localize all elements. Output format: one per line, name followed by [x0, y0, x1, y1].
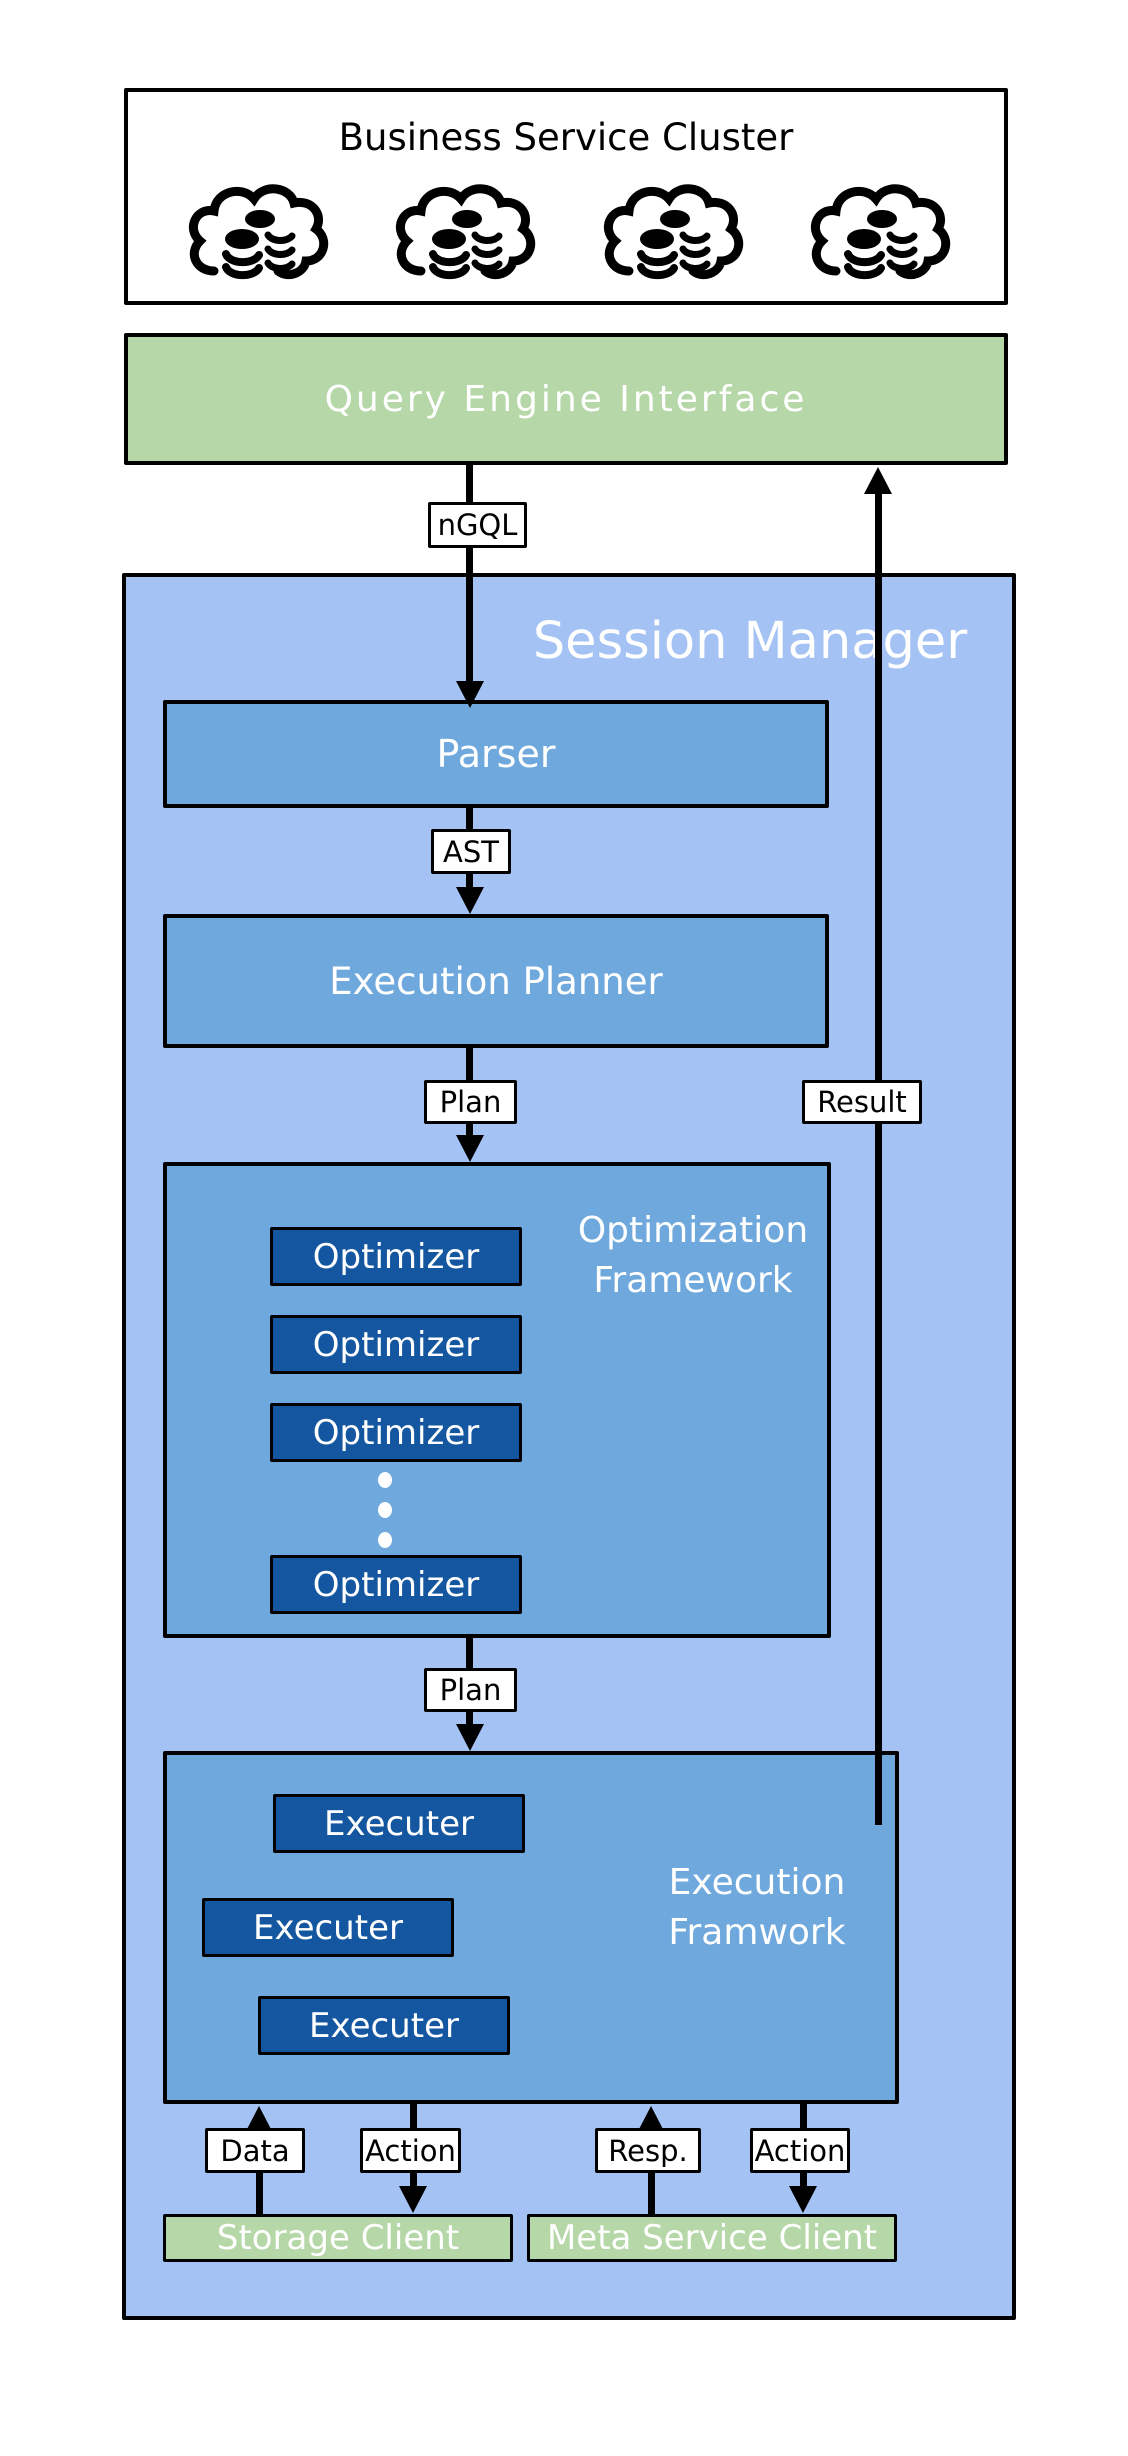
result-edge-label: Result — [802, 1080, 922, 1124]
query-engine-interface-label: Query Engine Interface — [324, 378, 808, 420]
meta-service-client-box: Meta Service Client — [527, 2214, 897, 2262]
ast-arrowhead-icon — [456, 887, 484, 914]
plan-arrowhead-icon — [456, 1135, 484, 1162]
session-manager-title: Session Manager — [532, 612, 968, 671]
execution-planner-label: Execution Planner — [329, 959, 663, 1003]
query-engine-interface-bar: Query Engine Interface — [124, 333, 1008, 465]
ngql-arrow-line — [466, 465, 473, 683]
ngql-edge-label: nGQL — [428, 502, 527, 548]
execution-planner-box: Execution Planner — [163, 914, 829, 1048]
action-storage-edge-label: Action — [360, 2128, 461, 2173]
ellipsis-dot — [378, 1532, 392, 1548]
ellipsis-dot — [378, 1472, 392, 1488]
optimizer-module: Optimizer — [270, 1555, 522, 1614]
executer-module: Executer — [258, 1996, 510, 2055]
action-meta-arrowhead-icon — [789, 2186, 817, 2213]
optimizer-module: Optimizer — [270, 1315, 522, 1374]
cloud-database-icon — [396, 184, 536, 280]
result-arrow-line — [875, 490, 882, 1825]
storage-client-label: Storage Client — [216, 2218, 460, 2258]
optimizer-module: Optimizer — [270, 1403, 522, 1462]
resp-edge-label: Resp. — [595, 2128, 701, 2173]
parser-label: Parser — [436, 732, 556, 776]
optimizer-module: Optimizer — [270, 1227, 522, 1286]
plan-edge-label: Plan — [424, 1080, 517, 1124]
data-edge-label: Data — [205, 2128, 305, 2173]
action-storage-arrowhead-icon — [399, 2186, 427, 2213]
ast-edge-label: AST — [431, 829, 511, 874]
ellipsis-dot — [378, 1502, 392, 1518]
execution-framework-title: Execution Framwork — [668, 1862, 846, 1953]
cloud-row — [124, 172, 1008, 298]
optimization-framework-title: Optimization Framework — [577, 1210, 809, 1301]
result-arrowhead-icon — [864, 467, 892, 494]
action-meta-edge-label: Action — [750, 2128, 850, 2173]
cloud-database-icon — [189, 184, 329, 280]
executer-module: Executer — [273, 1794, 525, 1853]
parser-box: Parser — [163, 700, 829, 808]
cloud-database-icon — [603, 184, 743, 280]
storage-client-box: Storage Client — [163, 2214, 513, 2262]
plan2-edge-label: Plan — [424, 1668, 517, 1712]
business-service-cluster-title: Business Service Cluster — [338, 116, 794, 159]
plan2-arrowhead-icon — [456, 1724, 484, 1751]
executer-module: Executer — [202, 1898, 454, 1957]
cloud-database-icon — [810, 184, 950, 280]
meta-service-client-label: Meta Service Client — [546, 2218, 878, 2258]
ngql-arrowhead-icon — [456, 681, 484, 708]
